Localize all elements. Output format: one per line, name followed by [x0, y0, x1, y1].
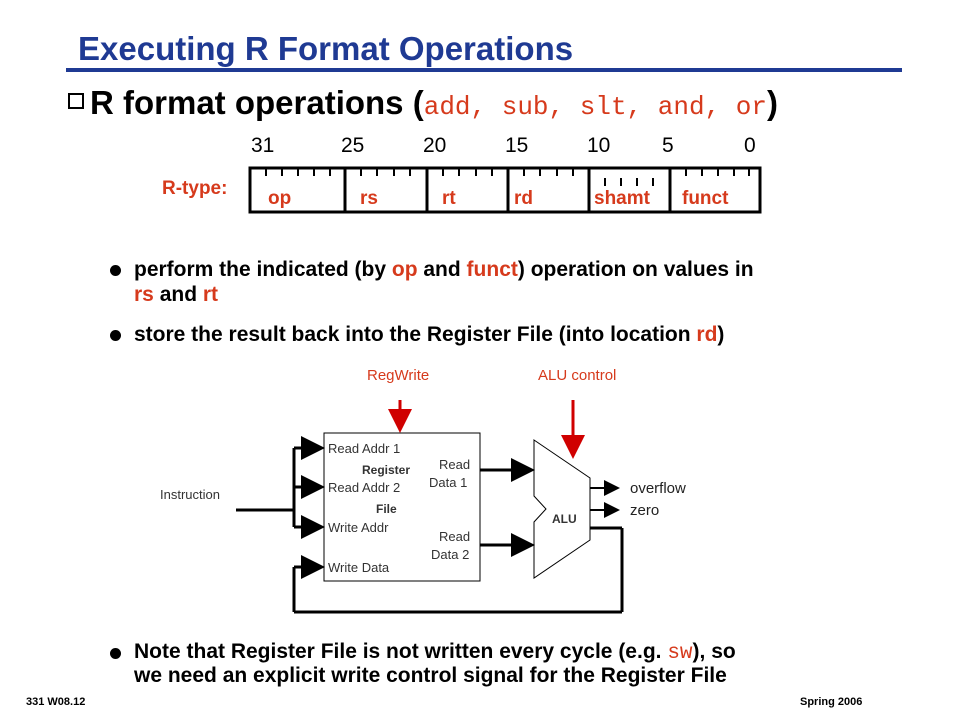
- rtype-label: R-type:: [162, 178, 228, 199]
- footer-right: Spring 2006: [800, 696, 863, 708]
- read-addr-2-label: Read Addr 2: [328, 480, 401, 495]
- page-title: Executing R Format Operations: [78, 30, 574, 67]
- bullet-1-op: op: [391, 258, 418, 281]
- bit-31: 31: [251, 134, 275, 157]
- field-funct: funct: [682, 188, 729, 209]
- bit-25: 25: [341, 134, 365, 157]
- bullet-dot-icon: [110, 330, 121, 341]
- write-data-label: Write Data: [328, 560, 390, 575]
- bullet-2-rd: rd: [696, 323, 718, 346]
- subtitle-close-paren: ): [766, 84, 778, 121]
- subtitle: R format operations (add, sub, slt, and,…: [68, 84, 778, 122]
- bullet-1-rs: rs: [134, 283, 154, 306]
- read-data-1-label-b: Data 1: [429, 475, 468, 490]
- field-rd: rd: [514, 188, 533, 209]
- bullet-1-text-b: and: [417, 258, 467, 281]
- field-shamt: shamt: [594, 188, 650, 209]
- bullet-3-line-2: we need an explicit write control signal…: [134, 664, 727, 687]
- read-data-2-label-a: Read: [439, 529, 471, 544]
- bullet-3-text-b: ), so: [692, 640, 736, 663]
- zero-label: zero: [630, 502, 660, 519]
- bullet-1-line-1: perform the indicated (by op and funct) …: [134, 258, 754, 282]
- footer-left: 331 W08.12: [26, 696, 86, 708]
- bit-20: 20: [423, 134, 447, 157]
- bullet-2-text-a: store the result back into the Register …: [134, 323, 697, 346]
- bullet-3-sw: sw: [667, 642, 693, 665]
- bullet-1-rt: rt: [202, 283, 219, 306]
- bit-10: 10: [587, 134, 611, 157]
- bullet-2-text-b: ): [717, 323, 725, 346]
- bullet-dot-icon: [110, 265, 121, 276]
- bullet-1-funct: funct: [466, 258, 518, 281]
- bullet-2: store the result back into the Register …: [134, 323, 724, 347]
- read-data-2-label-b: Data 2: [431, 547, 470, 562]
- field-rs: rs: [360, 188, 378, 209]
- bullet-3-line-1: Note that Register File is not written e…: [134, 640, 736, 665]
- register-label: Register: [362, 463, 411, 477]
- subtitle-open-paren: (: [412, 84, 424, 121]
- regwrite-label: RegWrite: [367, 367, 430, 384]
- register-file-box: [323, 432, 481, 582]
- alu-shape: [533, 439, 591, 579]
- alu-control-label: ALU control: [538, 367, 617, 384]
- bullet-1-text-a: perform the indicated (by: [134, 258, 392, 281]
- subtitle-text: R format operations: [90, 84, 404, 121]
- overflow-label: overflow: [630, 480, 686, 497]
- read-addr-1-label: Read Addr 1: [328, 441, 401, 456]
- alu-label: ALU: [552, 512, 577, 526]
- file-label: File: [376, 502, 397, 516]
- bullet-1-line-2: rs and rt: [134, 283, 218, 307]
- bit-15: 15: [505, 134, 529, 157]
- instruction-label: Instruction: [160, 487, 220, 502]
- bit-5: 5: [662, 134, 674, 157]
- subtitle-ops: add, sub, slt, and, or: [423, 92, 767, 122]
- field-rt: rt: [442, 188, 456, 209]
- field-op: op: [268, 188, 292, 209]
- bullet-3-text-a: Note that Register File is not written e…: [134, 640, 668, 663]
- bit-0: 0: [744, 134, 756, 157]
- write-addr-label: Write Addr: [328, 520, 389, 535]
- read-data-1-label-a: Read: [439, 457, 471, 472]
- bullet-dot-icon: [110, 648, 121, 659]
- title-underline: [66, 68, 902, 72]
- bullet-1-text-d: and: [153, 283, 203, 306]
- square-bullet-icon: [68, 93, 84, 110]
- bullet-1-text-c: ) operation on values in: [517, 258, 754, 281]
